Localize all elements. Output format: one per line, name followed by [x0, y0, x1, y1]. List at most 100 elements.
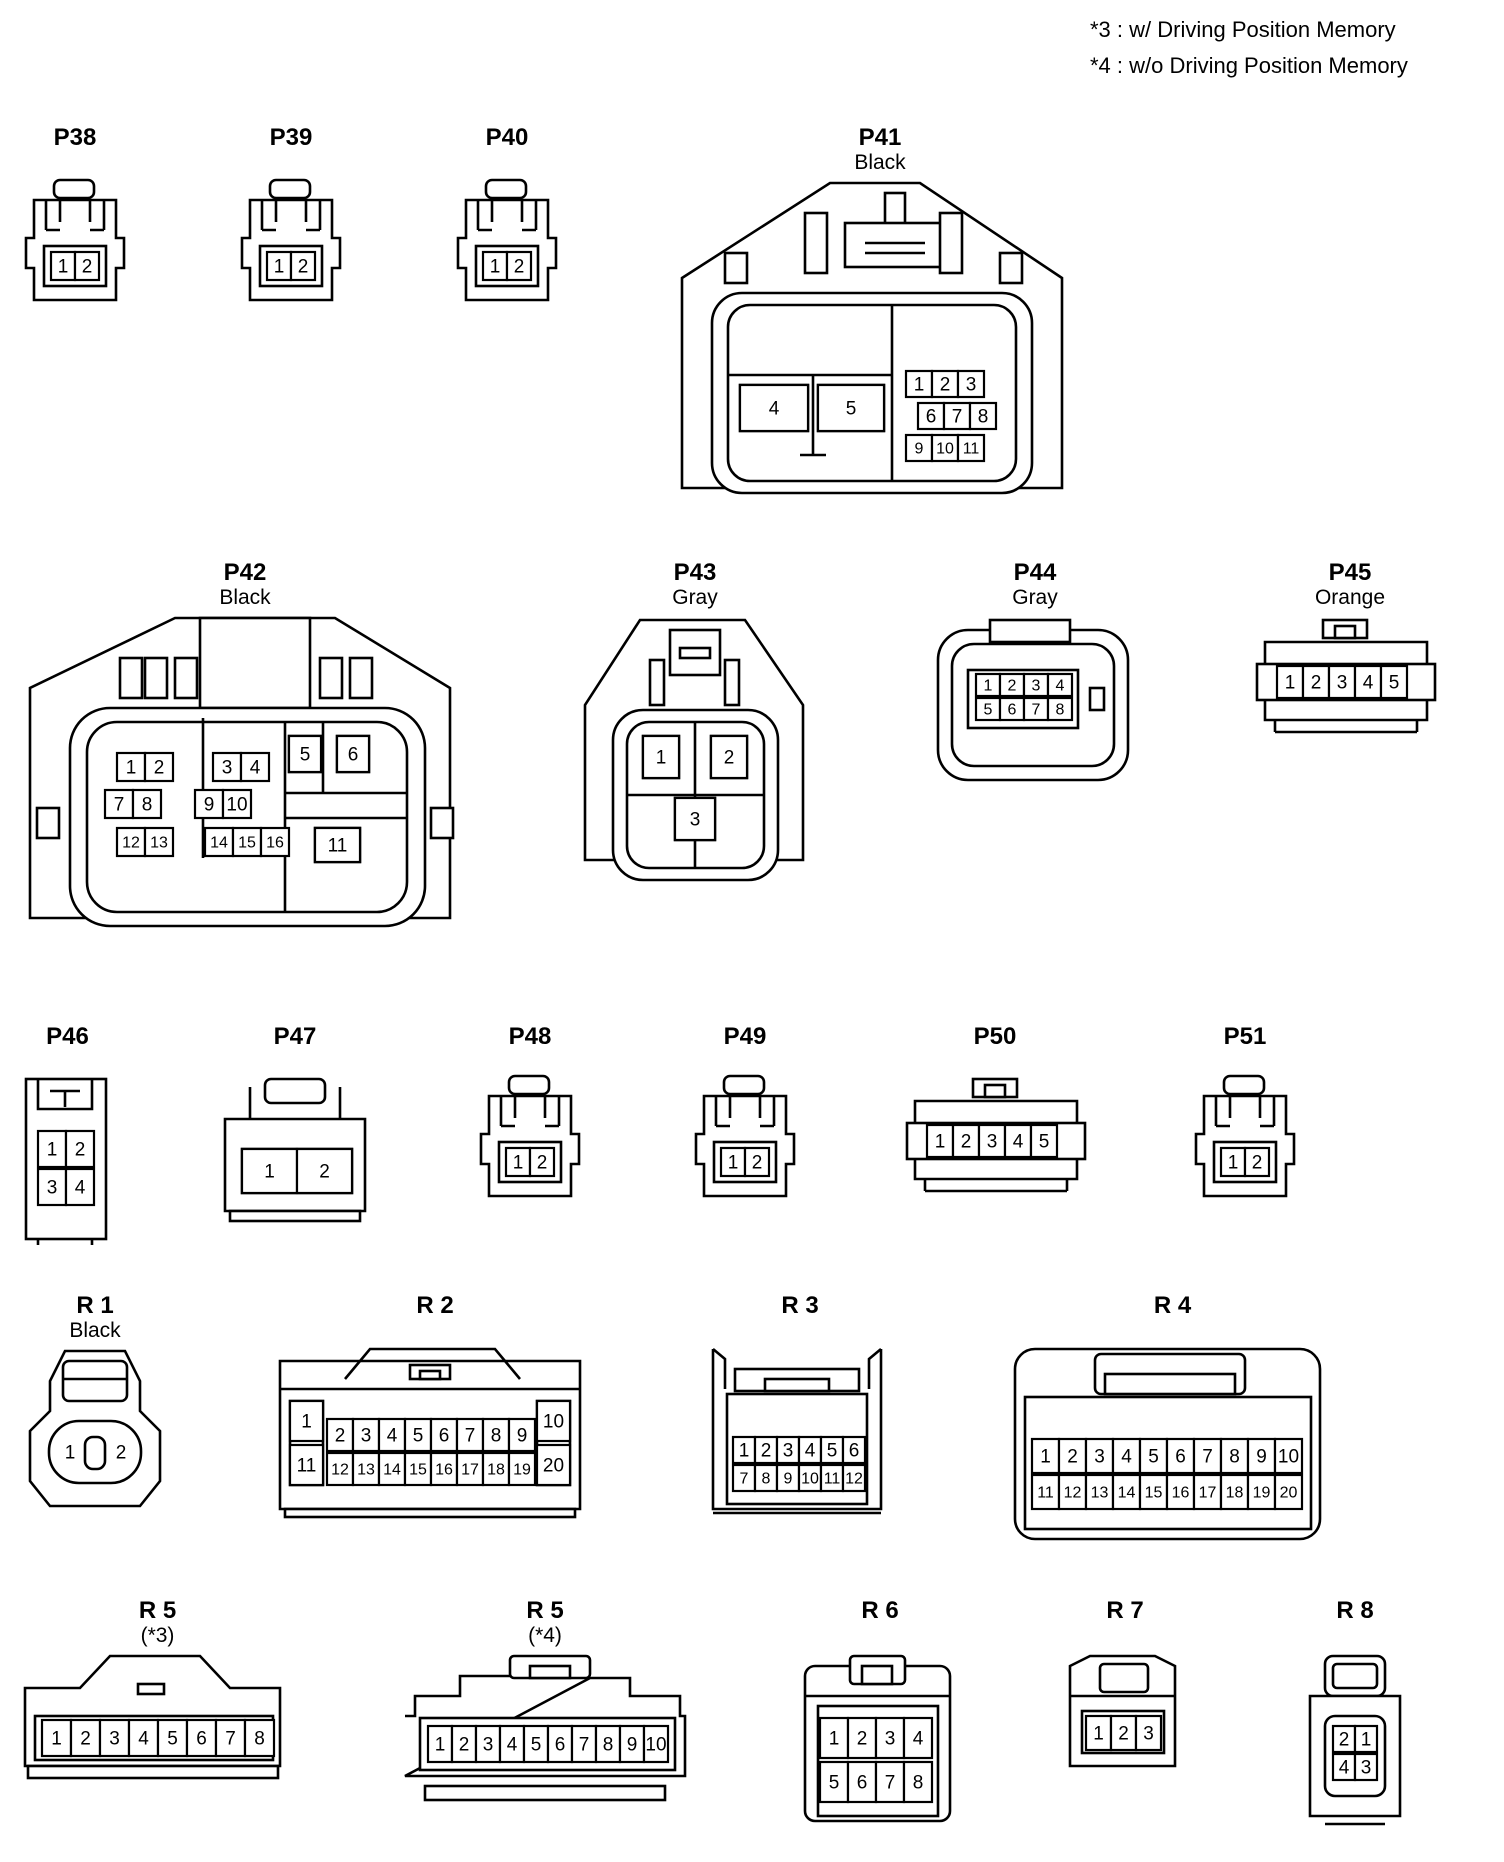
pin-cell: [193, 788, 225, 820]
pin-cell: [474, 1724, 502, 1764]
pin-cell: [874, 1716, 906, 1760]
pin-label: 4: [75, 1178, 86, 1199]
connector-outline: [83, 1435, 107, 1471]
pin-cell: [930, 433, 960, 463]
pin-cell: [1301, 664, 1331, 700]
pin-cell: [403, 1417, 433, 1453]
pin-cell: [156, 1718, 189, 1758]
connector-note: (*3): [140, 1624, 175, 1647]
pin-cell: [214, 1718, 247, 1758]
pin-cell: [673, 796, 717, 842]
pin-label: 12: [845, 1471, 863, 1488]
pin-label: 3: [885, 1729, 896, 1750]
footnotes: *3 : w/ Driving Position Memory *4 : w/o…: [1090, 12, 1408, 84]
pin-cell: [1379, 664, 1409, 700]
pin-cell: [335, 734, 371, 774]
connector-label: P47: [273, 1023, 317, 1050]
pin-label: 5: [300, 745, 311, 766]
pin-label: 7: [579, 1735, 590, 1756]
connector-label: P48: [508, 1023, 552, 1050]
pin-label: 2: [1252, 1153, 1263, 1174]
pin-cell: [816, 383, 886, 433]
pin-label: 3: [47, 1178, 58, 1199]
connector-outline: [318, 656, 344, 700]
pin-label: 3: [783, 1441, 794, 1462]
pin-label: 8: [762, 1471, 771, 1488]
pin-label: 9: [204, 795, 215, 816]
pin-label: 10: [543, 1412, 564, 1433]
connector-outline: [860, 1664, 894, 1686]
pin-label: 10: [801, 1471, 819, 1488]
connector-label: P50: [973, 1023, 1017, 1050]
pin-label: 11: [328, 836, 348, 857]
pin-label: 6: [849, 1441, 860, 1462]
connector-label: R 6: [861, 1597, 899, 1624]
pin-cell: [1057, 1473, 1088, 1511]
pin-cell: [507, 1417, 537, 1453]
connector-outline: [499, 1096, 561, 1128]
pin-label: 2: [514, 257, 525, 278]
pin-label: 7: [740, 1471, 749, 1488]
pin-cell: [902, 1760, 934, 1804]
connector-outline: [723, 251, 749, 285]
pin-label: 6: [926, 407, 937, 428]
connector-label: R 5: [526, 1597, 564, 1624]
pin-label: 4: [1056, 678, 1065, 695]
pin-cell: [64, 1167, 96, 1207]
pin-label: 1: [47, 1140, 58, 1161]
connector-outline: [143, 656, 169, 700]
pin-cell: [535, 1399, 572, 1443]
pin-label: 11: [1037, 1485, 1054, 1502]
pin-label: 2: [857, 1729, 868, 1750]
pin-cell: [143, 826, 175, 858]
pin-label: 4: [507, 1735, 518, 1756]
pin-label: 14: [383, 1462, 401, 1479]
pin-cell: [131, 788, 163, 820]
pin-cell: [240, 1147, 299, 1195]
pin-label: 16: [1172, 1485, 1190, 1502]
connector-label: P38: [53, 124, 97, 151]
connector-outline: [173, 656, 199, 700]
connector-outline: [1098, 1662, 1150, 1694]
pin-label: 20: [543, 1456, 564, 1477]
pin-label: 2: [82, 257, 93, 278]
pin-cell: [127, 1718, 160, 1758]
pin-label: 12: [1064, 1485, 1082, 1502]
pin-label: 2: [1118, 1724, 1129, 1745]
pin-cell: [956, 433, 986, 463]
pin-label: 15: [1145, 1485, 1163, 1502]
pin-cell: [743, 1146, 771, 1178]
pin-cell: [528, 1146, 556, 1178]
pin-cell: [535, 1443, 572, 1487]
pin-label: 2: [459, 1735, 470, 1756]
pin-label: 5: [1389, 673, 1400, 694]
connector-label: R 7: [1106, 1597, 1144, 1624]
pin-label: 10: [645, 1735, 666, 1756]
connector-outline: [843, 221, 947, 269]
pin-label: 6: [439, 1426, 450, 1447]
pin-label: 2: [319, 1162, 330, 1183]
pin-label: 8: [913, 1773, 924, 1794]
pin-cell: [546, 1724, 574, 1764]
pin-cell: [507, 1451, 537, 1487]
pin-cell: [403, 1451, 433, 1487]
pin-label: 11: [963, 441, 980, 458]
pin-label: 7: [1032, 702, 1041, 719]
pin-label: 1: [1285, 673, 1296, 694]
